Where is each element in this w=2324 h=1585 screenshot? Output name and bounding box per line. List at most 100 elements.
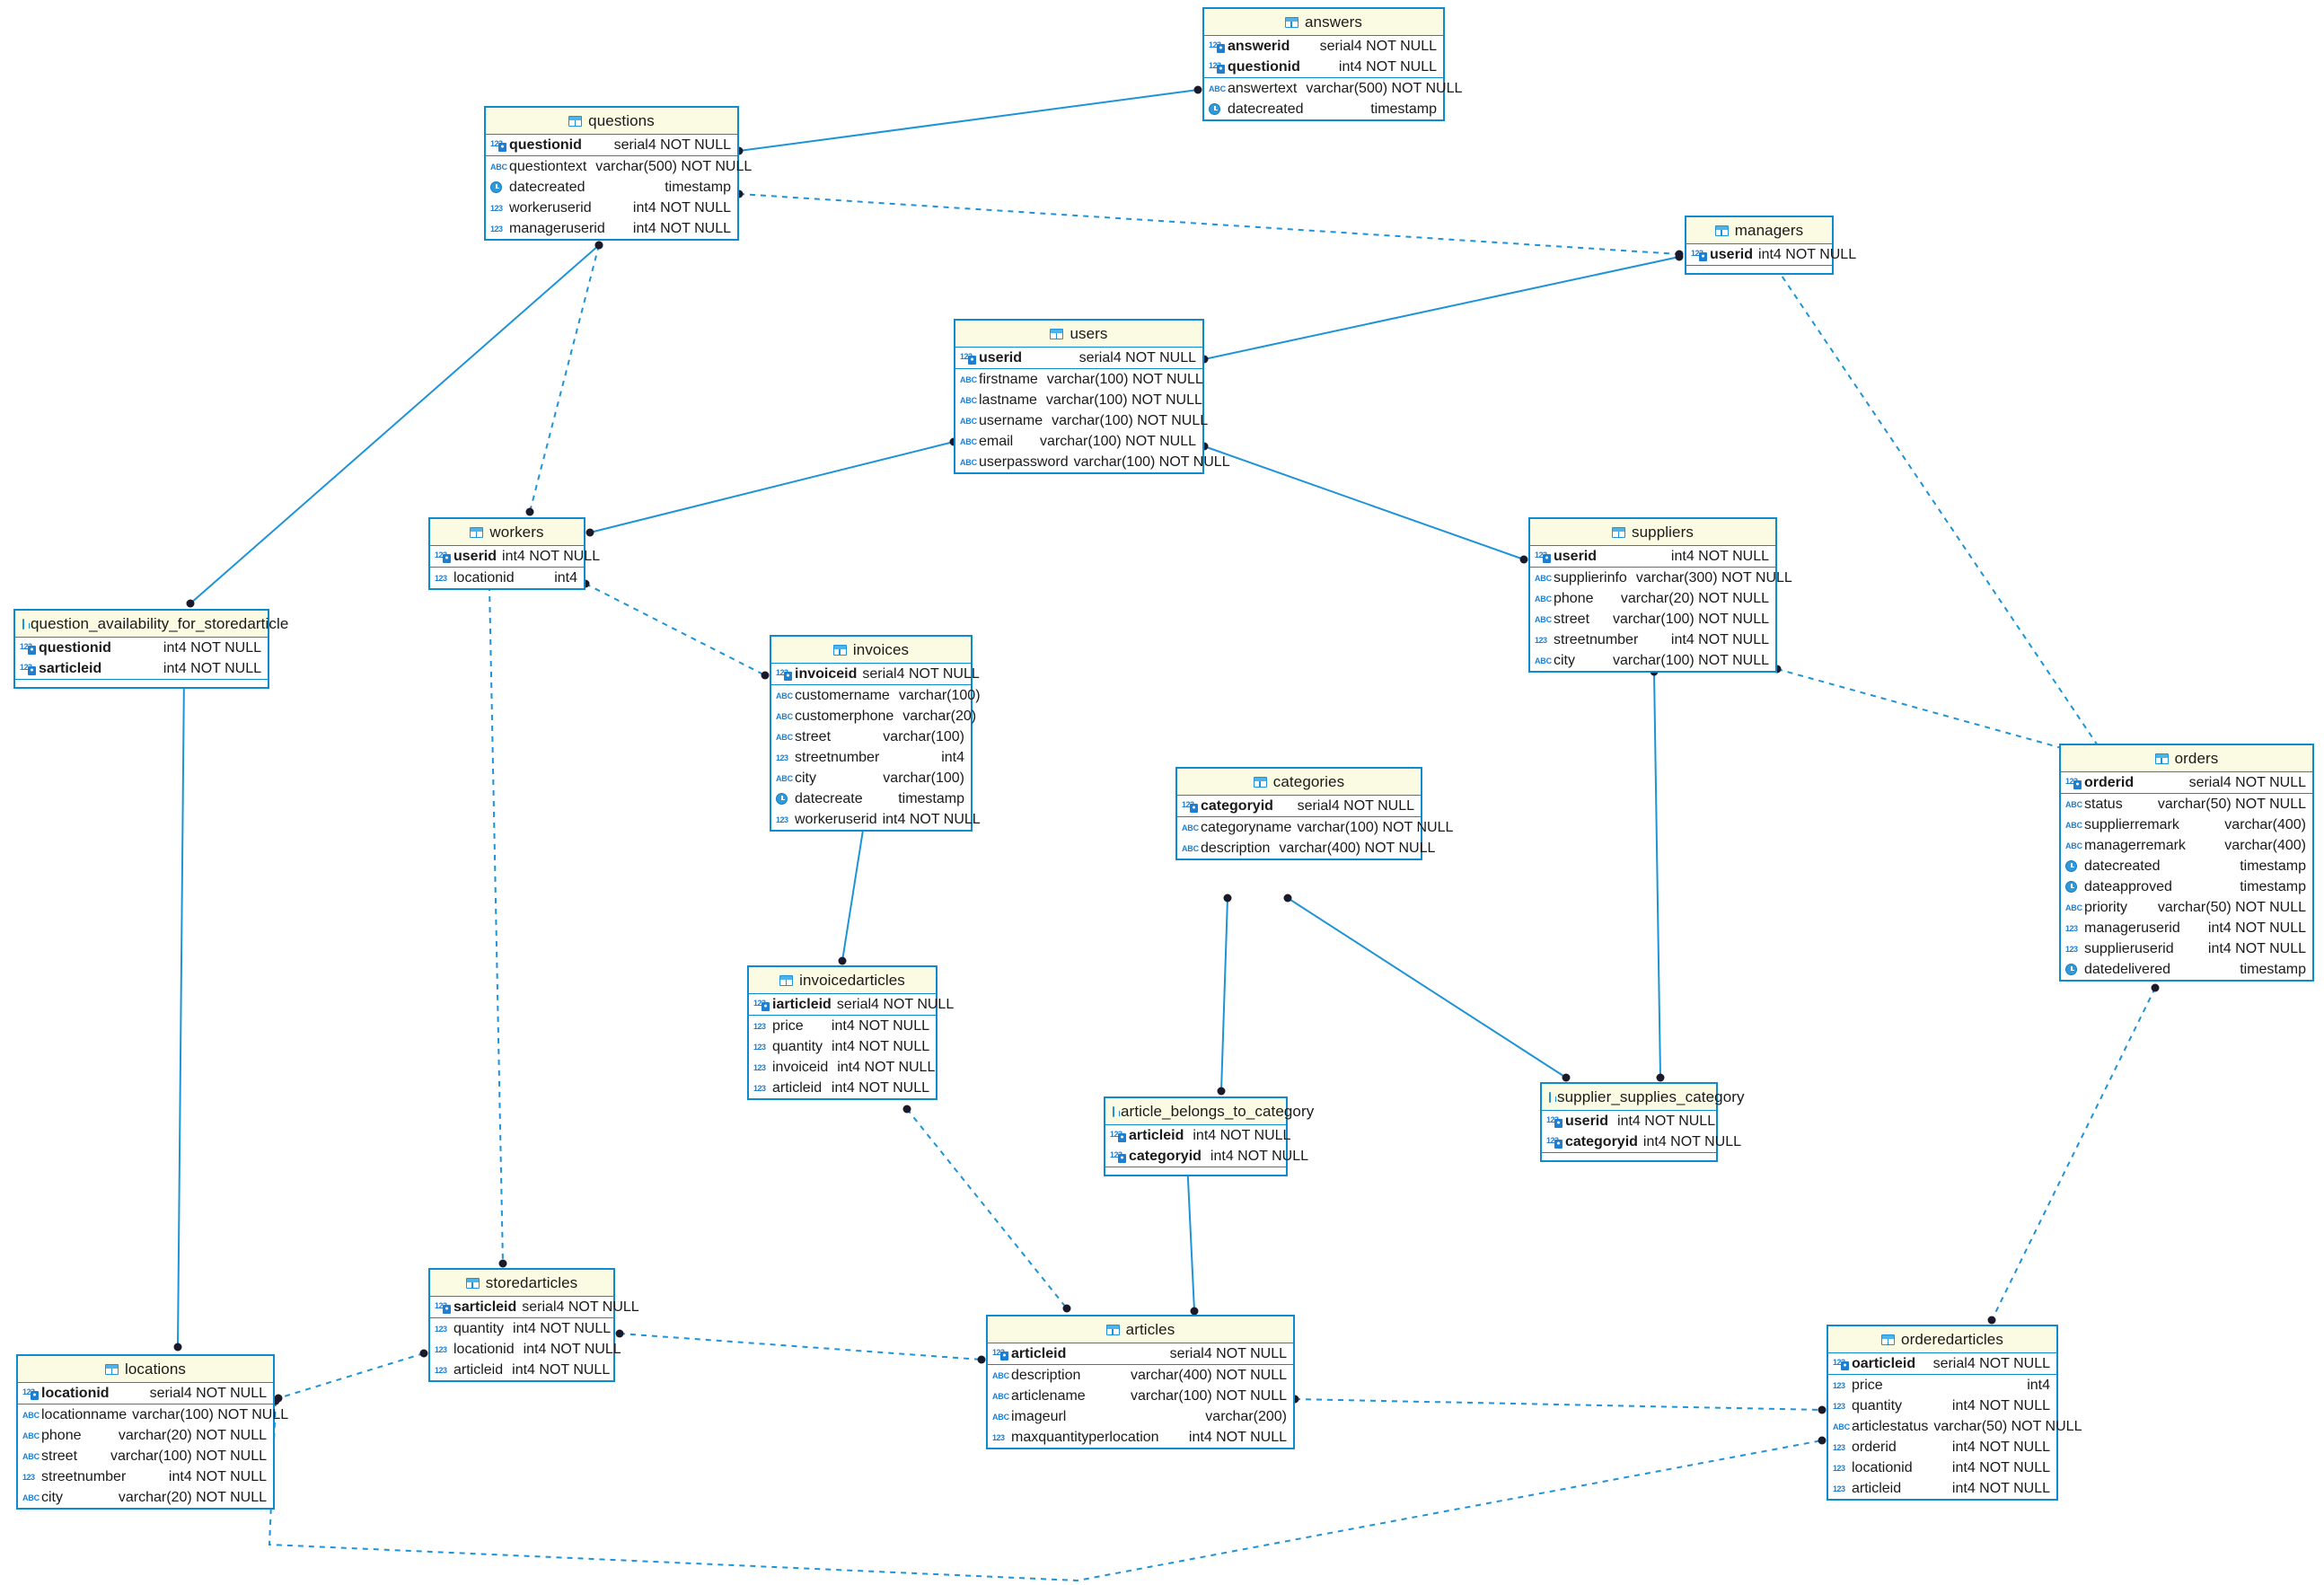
field-type-icon: 123: [435, 1322, 452, 1336]
field-type-icon: 123●: [490, 138, 507, 153]
table-icon: [2154, 753, 2169, 764]
relationship-storedarticles-to-locations: [277, 1352, 425, 1399]
field-type-icon: 123●: [22, 1387, 40, 1401]
